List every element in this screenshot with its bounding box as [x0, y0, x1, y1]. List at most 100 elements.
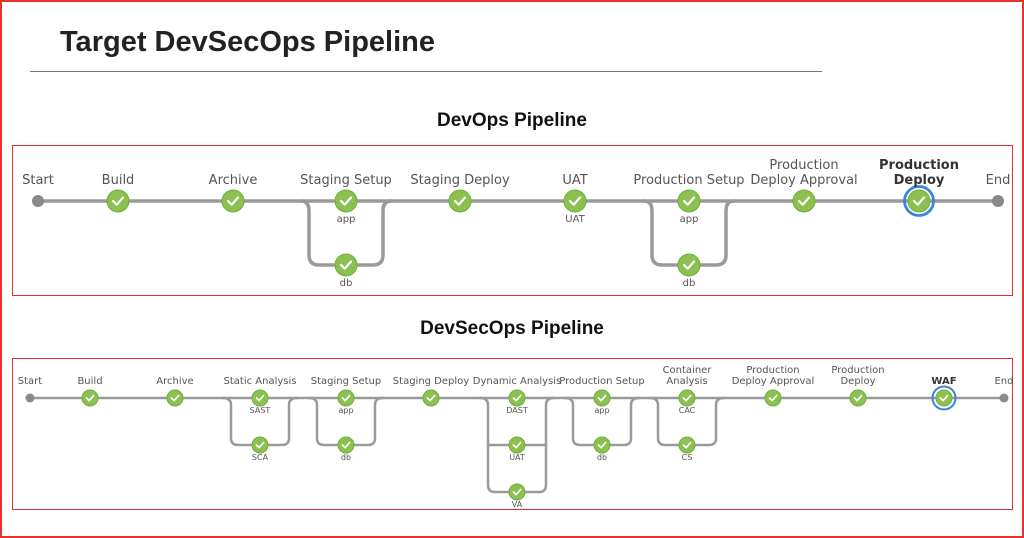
stage-label-production-setup: Production Setup	[559, 376, 645, 387]
stage-label-production-deploy: Production	[879, 158, 959, 173]
checkmark-icon	[111, 196, 125, 206]
check-circle-icon	[422, 389, 440, 407]
devsecops-start-label: Start	[18, 376, 43, 387]
checkmark-icon	[255, 394, 265, 402]
check-circle-icon	[337, 389, 355, 407]
current-stage-ring-icon	[931, 385, 957, 411]
check-circle-icon	[907, 189, 931, 213]
checkmark-icon	[682, 260, 696, 270]
checkmark-icon	[512, 394, 522, 402]
devops-connectors	[36, 199, 1000, 267]
check-circle-icon	[334, 189, 358, 213]
end-dot-icon	[999, 393, 1009, 403]
devsecops-section-title: DevSecOps Pipeline	[420, 318, 604, 339]
check-circle-icon	[251, 436, 269, 454]
node-label-uat: UAT	[565, 214, 585, 225]
checkmark-icon	[682, 196, 696, 206]
stage-label-production-deploy: Deploy	[894, 173, 945, 188]
node-label-dast: DAST	[506, 406, 528, 415]
checkmark-icon	[912, 196, 926, 206]
stage-label-build: Build	[102, 173, 135, 188]
stage-label-archive: Archive	[209, 173, 258, 188]
check-circle-icon	[563, 189, 587, 213]
page-title: Target DevSecOps Pipeline	[60, 26, 435, 58]
checkmark-icon	[797, 196, 811, 206]
stage-label-archive: Archive	[156, 376, 193, 387]
title-divider	[30, 71, 822, 72]
checkmark-icon	[512, 488, 522, 496]
end-dot-icon	[992, 195, 1004, 207]
devsecops-end-label: End	[994, 376, 1013, 387]
checkmark-icon	[226, 196, 240, 206]
start-dot-icon	[25, 393, 35, 403]
checkmark-icon	[512, 441, 522, 449]
checkmark-icon	[341, 394, 351, 402]
check-circle-icon	[337, 436, 355, 454]
checkmark-icon	[426, 394, 436, 402]
check-circle-icon	[508, 436, 526, 454]
devops-end-label: End	[986, 173, 1011, 188]
checkmark-icon	[85, 394, 95, 402]
node-label-cs: CS	[682, 453, 693, 462]
node-label-app: app	[594, 406, 609, 415]
stage-label-container-analysis: Container	[663, 365, 713, 376]
stage-label-waf: WAF	[931, 376, 956, 387]
check-circle-icon	[251, 389, 269, 407]
stage-label-production-deploy-approval: Production	[769, 158, 838, 173]
current-stage-ring-icon	[903, 185, 935, 217]
checkmark-icon	[568, 196, 582, 206]
checkmark-icon	[853, 394, 863, 402]
stage-label-container-analysis: Analysis	[666, 376, 707, 387]
node-label-db: db	[683, 278, 696, 289]
node-label-sast: SAST	[250, 406, 271, 415]
check-circle-icon	[677, 189, 701, 213]
check-circle-icon	[678, 389, 696, 407]
check-circle-icon	[508, 389, 526, 407]
node-label-app: app	[338, 406, 353, 415]
check-circle-icon	[106, 189, 130, 213]
stage-label-build: Build	[77, 376, 102, 387]
checkmark-icon	[170, 394, 180, 402]
devops-start-label: Start	[22, 173, 54, 188]
stage-label-production-deploy-approval: Deploy Approval	[750, 173, 857, 188]
node-label-sca: SCA	[252, 453, 269, 462]
check-circle-icon	[849, 389, 867, 407]
stage-label-staging-setup: Staging Setup	[300, 173, 392, 188]
stage-label-production-deploy-approval: Production	[746, 365, 799, 376]
check-circle-icon	[593, 389, 611, 407]
check-circle-icon	[448, 189, 472, 213]
checkmark-icon	[682, 394, 692, 402]
checkmark-icon	[255, 441, 265, 449]
check-circle-icon	[935, 389, 953, 407]
checkmark-icon	[597, 394, 607, 402]
devops-nodes	[32, 185, 1004, 277]
checkmark-icon	[341, 441, 351, 449]
node-label-uat: UAT	[509, 453, 525, 462]
check-circle-icon	[677, 253, 701, 277]
stage-label-static-analysis: Static Analysis	[224, 376, 297, 387]
checkmark-icon	[682, 441, 692, 449]
check-circle-icon	[764, 389, 782, 407]
checkmark-icon	[339, 260, 353, 270]
check-circle-icon	[792, 189, 816, 213]
check-circle-icon	[678, 436, 696, 454]
check-circle-icon	[334, 253, 358, 277]
stage-label-staging-setup: Staging Setup	[311, 376, 382, 387]
stage-label-uat: UAT	[562, 173, 587, 188]
stage-label-production-deploy: Production	[831, 365, 884, 376]
checkmark-icon	[939, 394, 949, 402]
stage-label-staging-deploy: Staging Deploy	[410, 173, 510, 188]
checkmark-icon	[453, 196, 467, 206]
check-circle-icon	[81, 389, 99, 407]
check-circle-icon	[221, 189, 245, 213]
checkmark-icon	[339, 196, 353, 206]
node-label-db: db	[340, 278, 353, 289]
checkmark-icon	[597, 441, 607, 449]
devsecops-nodes	[25, 385, 1009, 501]
